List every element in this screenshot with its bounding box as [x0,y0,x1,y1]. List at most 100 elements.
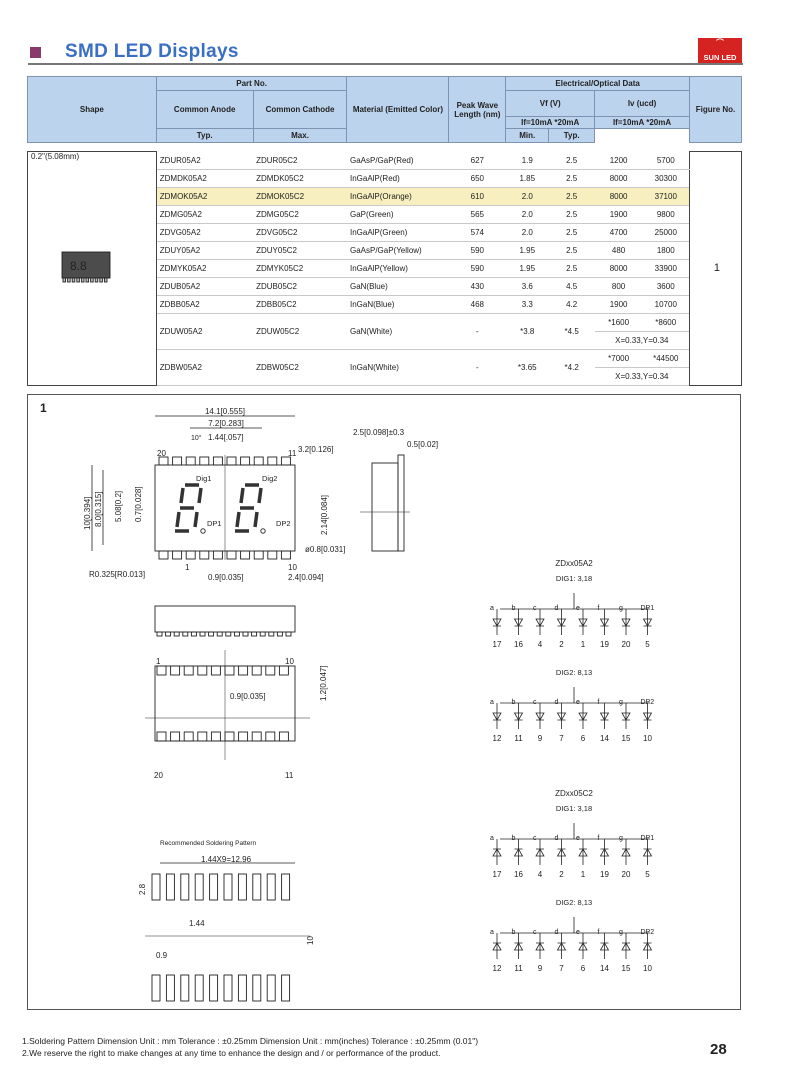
col-vf-typ: Typ. [155,128,254,143]
segment-label: c [533,699,537,706]
package-pin [253,550,264,560]
dim-label: 0.7[0.028] [134,486,143,522]
vf-max-cell: *4.5 [548,313,595,350]
vf-max-cell: 2.5 [548,205,595,224]
segment-label: c [533,605,537,612]
vf-max-cell: 4.5 [548,277,595,296]
wave-cell: - [448,349,506,386]
package-pin [210,665,221,676]
wave-cell: - [448,313,506,350]
col-cathode: Common Cathode [252,90,348,129]
edge-pin [276,631,283,637]
package-pin [183,731,194,742]
solder-pad [252,974,262,1002]
package-photo-pin [94,277,99,283]
pin-number-label: 20 [622,870,631,879]
edge-pin [165,631,172,637]
cathode-cell: ZDMOK05C2 [253,187,347,206]
diode-icon [513,942,524,951]
solder-pad [209,873,219,901]
package-pin [265,665,276,676]
cathode-cell: ZDMG05C2 [253,205,347,224]
diode-icon [513,712,524,721]
package-pin [278,665,289,676]
pin-number-label: 14 [600,964,609,973]
dim-label: 3.2[0.126] [298,445,334,454]
diode-icon [556,712,567,721]
solder-pad [252,873,262,901]
package-pin [226,456,237,466]
dim-label: 2.5[0.098]±0.3 [353,428,405,437]
material-cell: GaAsP/GaP(Yellow) [346,241,449,260]
segment-label: a [490,929,494,936]
pin-number-label: 9 [538,964,543,973]
anode-cell: ZDVG05A2 [156,223,254,242]
col-vf: Vf (V) [505,90,596,117]
package-pin [278,731,289,742]
package-pin [265,731,276,742]
package-pin [212,550,223,560]
segment-label: g [619,605,623,612]
circuit-dig2-label: DIG2: 8,13 [556,898,592,907]
cathode-cell: ZDUY05C2 [253,241,347,260]
vf-typ-cell: *3.8 [505,313,549,350]
package-photo-pin [103,277,108,283]
pin-number-label: 11 [514,964,523,973]
edge-pin [208,631,215,637]
side-view-lens [397,454,405,552]
package-pin [253,456,264,466]
figure-cell: 1 [688,151,743,386]
wave-cell: 565 [448,205,506,224]
package-pin [158,550,169,560]
solder-title: Recommended Soldering Pattern [160,840,256,847]
material-cell: InGaN(White) [346,349,449,386]
pin-number-label: 1 [581,870,586,879]
package-pin [224,731,235,742]
diode-icon [621,942,631,951]
circuit-title: ZDxx05A2 [555,559,593,568]
edge-pin [190,631,197,637]
package-pin [226,550,237,560]
iv-typ-cell: *8600 [642,313,690,332]
pin-number-label: 14 [600,734,609,743]
diode-icon [556,618,567,627]
segment-label: d [555,699,559,706]
pin1-label: 1 [185,563,190,572]
anode-cell: ZDBW05A2 [156,349,254,386]
dim-label: ø0.8[0.031] [305,545,345,554]
segment-label: a [490,699,494,706]
package-pin [212,456,223,466]
edge-pin [285,631,292,637]
cathode-cell: ZDBW05C2 [253,349,347,386]
edge-pin [225,631,232,637]
pin-number-label: 10 [643,734,652,743]
vf-max-cell: 2.5 [548,259,595,278]
pin1-label: 1 [156,657,161,666]
pin-number-label: 16 [514,640,523,649]
diode-icon [535,942,545,951]
wave-cell: 468 [448,295,506,314]
package-pin [238,731,249,742]
segment-label: g [619,835,623,842]
material-cell: InGaN(Blue) [346,295,449,314]
pin-number-label: 15 [622,734,631,743]
package-pin [224,665,235,676]
vf-max-cell: 2.5 [548,223,595,242]
dim-label: R0.325[R0.013] [89,570,145,579]
dim-label: 1.44[.057] [208,433,244,442]
solder-pad [237,974,247,1002]
figure-number: 1 [40,401,47,415]
pin-number-label: 15 [622,964,631,973]
package-pin [238,665,249,676]
edge-pin [182,631,189,637]
chromaticity-cell: X=0.33,Y=0.34 [594,367,690,386]
diode-icon [492,712,502,721]
material-cell: InGaAlP(Green) [346,223,449,242]
package-pin [197,665,208,676]
pin-number-label: 17 [493,640,502,649]
wave-cell: 430 [448,277,506,296]
